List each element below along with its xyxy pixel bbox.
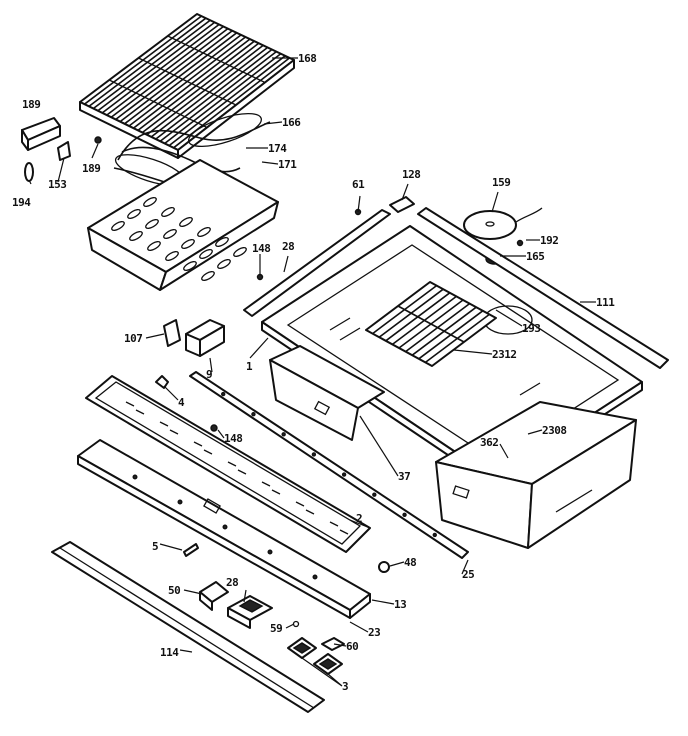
- callout-2308: 2308: [542, 424, 567, 437]
- burner-box-right: [435, 401, 637, 549]
- screw-4: [155, 375, 169, 389]
- bottom-panel: [51, 541, 325, 713]
- callout-25: 25: [462, 568, 474, 581]
- callout-50: 50: [168, 584, 180, 597]
- callout-148-top: 148: [252, 242, 270, 255]
- callout-111: 111: [596, 296, 615, 309]
- callout-48: 48: [404, 556, 416, 569]
- callout-148-mid: 148: [224, 432, 242, 445]
- clip-60: [321, 637, 345, 651]
- callout-23: 23: [368, 626, 380, 639]
- callout-174: 174: [268, 142, 287, 155]
- callout-2312: 2312: [492, 348, 517, 361]
- switch-50: [199, 581, 229, 611]
- callout-3: 3: [342, 680, 348, 693]
- callout-189-top: 189: [22, 98, 40, 111]
- callout-4: 4: [178, 396, 185, 409]
- small-grate: [365, 281, 497, 367]
- terminal-block-189: [21, 117, 61, 151]
- nut-48: [378, 561, 390, 573]
- knob-3a: [287, 637, 317, 659]
- callout-189-screw: 189: [82, 162, 100, 175]
- spring-194: [24, 162, 34, 182]
- clip-153: [57, 141, 71, 161]
- callout-59: 59: [270, 622, 282, 635]
- callout-37: 37: [398, 470, 410, 483]
- screw-148b: [210, 424, 218, 432]
- callout-114: 114: [160, 646, 179, 659]
- screw-148: [256, 273, 264, 281]
- callout-28-top: 28: [282, 240, 294, 253]
- rail-25: [189, 371, 469, 559]
- bracket-107: [163, 319, 181, 347]
- callout-194: 194: [12, 196, 31, 209]
- bracket-128: [389, 196, 415, 213]
- callout-192: 192: [540, 234, 558, 247]
- callout-13: 13: [394, 598, 406, 611]
- callout-362: 362: [480, 436, 498, 449]
- screw-5: [183, 543, 199, 557]
- screw-189: [94, 136, 102, 144]
- knob-3b: [313, 653, 343, 675]
- callout-60: 60: [346, 640, 358, 653]
- front-trim: [77, 439, 371, 619]
- callout-193: 193: [522, 322, 540, 335]
- callout-159: 159: [492, 176, 510, 189]
- callout-2: 2: [356, 512, 362, 525]
- callout-171: 171: [278, 158, 297, 171]
- callout-168: 168: [298, 52, 316, 65]
- screw-59: [292, 620, 300, 628]
- leader-lines: [28, 57, 596, 687]
- callout-9: 9: [206, 368, 212, 381]
- drip-pan: [87, 159, 279, 291]
- burner-box-left: [269, 345, 385, 441]
- callout-labels: 168 166 174 171 189 189 153 194 61 128 1…: [12, 52, 616, 693]
- side-rail-28: [243, 209, 391, 317]
- callout-28-bottom: 28: [226, 576, 238, 589]
- callout-128: 128: [402, 168, 420, 181]
- callout-165: 165: [526, 250, 544, 263]
- valve-28: [227, 595, 273, 629]
- callout-153: 153: [48, 178, 66, 191]
- callout-1: 1: [246, 360, 253, 373]
- grill-grate: [79, 13, 295, 159]
- callout-107: 107: [124, 332, 142, 345]
- burner-cap-159: [463, 207, 543, 240]
- callout-61: 61: [352, 178, 365, 191]
- screw-192: [516, 239, 524, 247]
- bracket-9: [185, 319, 225, 357]
- callout-166: 166: [282, 116, 301, 129]
- callout-5: 5: [152, 540, 158, 553]
- side-rail-111: [417, 207, 669, 369]
